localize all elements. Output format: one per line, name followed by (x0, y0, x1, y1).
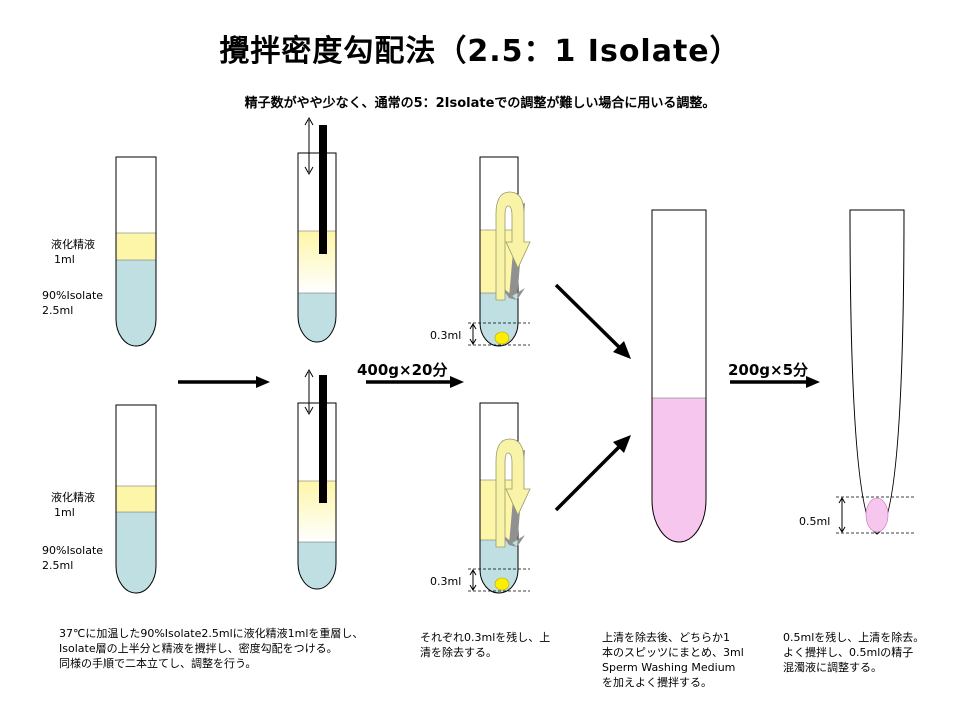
note-final-adjust: 0.5mlを残し、上清を除去。 よく攪拌し、0.5mlの精子 混濁液に調整する。 (783, 631, 925, 674)
swirl-arrow-yellow (495, 438, 531, 548)
arrow-centrifuge-2 (730, 376, 820, 388)
pellet-top (494, 331, 510, 345)
label-volume-03-bottom: 0.3ml (430, 575, 462, 588)
step-centrifuge-2: 200g×5分 (728, 361, 809, 379)
final-suspension-drop (865, 497, 889, 533)
arrow-combine-from-bottom (554, 435, 631, 512)
tube-stirring-top (297, 116, 337, 343)
step-centrifuge-1: 400g×20分 (357, 361, 448, 379)
tube-after-centrifuge-top (468, 156, 531, 347)
swirl-arrow-yellow (495, 191, 531, 301)
stirring-rod (319, 375, 327, 503)
tube-semen-over-isolate-top (115, 156, 157, 347)
label-semen-bottom: 液化精液 1ml (51, 491, 95, 519)
label-isolate-top: 90%Isolate 2.5ml (42, 289, 104, 317)
arrow-centrifuge-1 (366, 376, 464, 388)
page-subtitle: 精子数がやや少なく、通常の5：2Isolateでの調整が難しい場合に用いる調整。 (244, 96, 716, 111)
tube-semen-over-isolate-bottom (115, 404, 157, 594)
stirring-rod (319, 125, 327, 254)
note-preparation: 37℃に加温した90%Isolate2.5mlに液化精液1mlを重層し、 Iso… (59, 627, 364, 670)
label-volume-03-top: 0.3ml (430, 329, 462, 342)
tube-stirring-bottom (297, 368, 337, 590)
arrow-combine-from-top (554, 283, 631, 359)
tube-combined-washing (651, 209, 707, 543)
tube-after-centrifuge-bottom (468, 402, 531, 594)
up-down-motion-arrow (304, 368, 314, 416)
arrow-to-stirring (178, 376, 270, 388)
note-combine-wash: 上清を除去後、どちらか1 本のスピッツにまとめ、3ml Sperm Washin… (602, 631, 744, 689)
label-isolate-bottom: 90%Isolate 2.5ml (42, 544, 104, 572)
page-title: 攪拌密度勾配法（2.5：1 Isolate） (219, 34, 741, 69)
label-semen-top: 液化精液 1ml (51, 238, 95, 266)
note-remove-supernatant: それぞれ0.3mlを残し、上 清を除去する。 (420, 631, 551, 659)
tube-final-suspension (836, 209, 914, 535)
up-down-motion-arrow (304, 116, 314, 176)
pellet-bottom (494, 577, 510, 591)
label-volume-05: 0.5ml (799, 515, 831, 528)
